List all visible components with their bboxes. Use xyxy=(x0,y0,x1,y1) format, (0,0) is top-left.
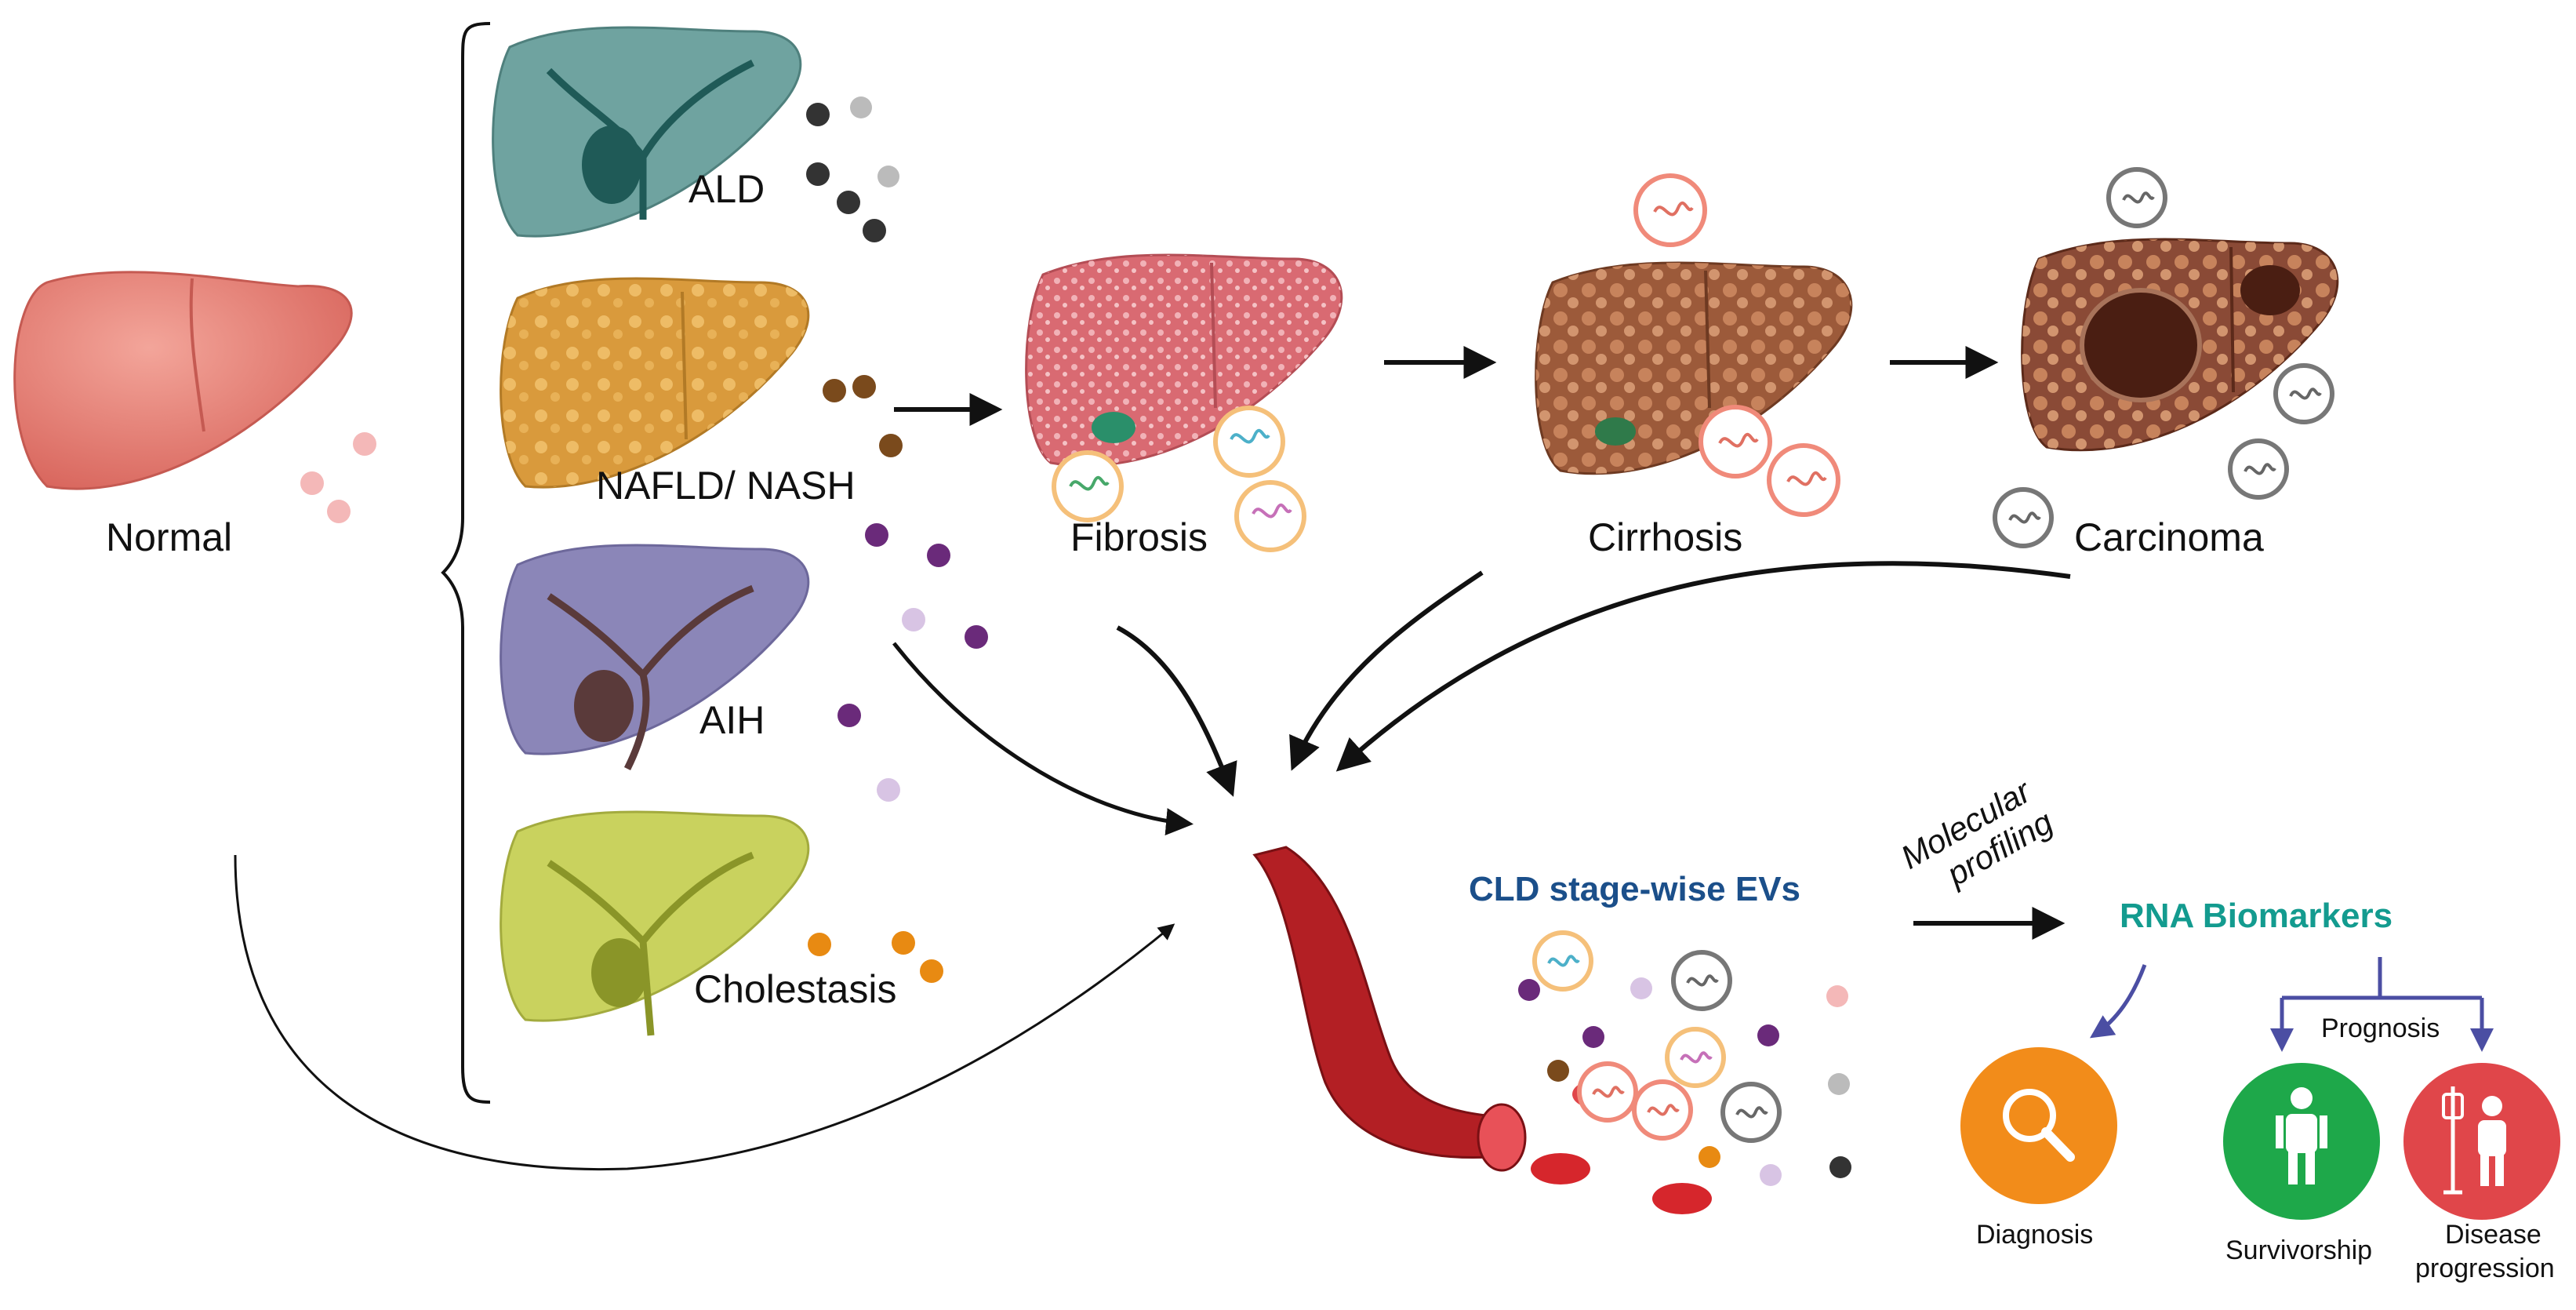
carcinoma-label: Carcinoma xyxy=(2074,515,2264,559)
carcinoma-liver xyxy=(2021,238,2339,452)
profiling-label-group: Molecular profiling xyxy=(1895,772,2059,893)
ald-liver xyxy=(492,26,802,238)
etiology-brace xyxy=(441,22,491,1104)
normal-label: Normal xyxy=(106,515,232,559)
person-icon xyxy=(2276,1087,2327,1184)
cholestasis-evs xyxy=(808,931,943,983)
arrow-cirrhosis-to-blood xyxy=(1289,570,1484,771)
normal-evs xyxy=(300,432,376,523)
patient-iv-icon xyxy=(2442,1086,2506,1195)
biomarkers-label: RNA Biomarkers xyxy=(2120,897,2393,935)
fibrosis-label: Fibrosis xyxy=(1070,515,1208,559)
arrow-carcinoma-to-blood xyxy=(1335,561,2071,772)
progression-node xyxy=(2403,1063,2560,1220)
fibrosis-liver xyxy=(1025,253,1343,468)
survivorship-label: Survivorship xyxy=(2225,1235,2372,1265)
cholestasis-liver xyxy=(500,810,810,1036)
prognosis-tree xyxy=(2270,957,2494,1052)
normal-liver xyxy=(13,271,353,490)
survivorship-node xyxy=(2223,1063,2380,1220)
fibrosis-evs xyxy=(1052,406,1306,552)
arrow-to-diagnosis xyxy=(2090,964,2147,1039)
progression-label-line2: progression xyxy=(2415,1254,2555,1283)
cirrhosis-liver xyxy=(1535,261,1853,475)
arrow-aih-to-blood xyxy=(892,642,1194,835)
magnifier-icon xyxy=(2003,1089,2075,1162)
aih-label: AIH xyxy=(699,698,765,742)
aih-evs xyxy=(837,523,988,802)
arrow-fibrosis-to-blood xyxy=(1116,625,1237,797)
nafld-label: NAFLD/ NASH xyxy=(596,464,856,508)
diagnosis-node xyxy=(1960,1047,2117,1204)
evs-pool xyxy=(1518,930,1851,1186)
diagnosis-label: Diagnosis xyxy=(1976,1220,2093,1250)
prognosis-label: Prognosis xyxy=(2321,1013,2440,1043)
carcinoma-evs xyxy=(1993,167,2334,548)
nafld-liver xyxy=(500,277,810,489)
arrow-normal-to-blood xyxy=(234,854,1175,1171)
cholestasis-label: Cholestasis xyxy=(694,967,896,1011)
evs-label: CLD stage-wise EVs xyxy=(1469,870,1800,908)
cirrhosis-evs xyxy=(1633,173,1840,517)
cirrhosis-label: Cirrhosis xyxy=(1588,515,1742,559)
ald-evs xyxy=(806,96,899,242)
ald-label: ALD xyxy=(689,167,765,211)
nafld-evs xyxy=(823,375,903,457)
progression-label-line1: Disease xyxy=(2445,1220,2541,1250)
aih-liver xyxy=(500,544,810,771)
